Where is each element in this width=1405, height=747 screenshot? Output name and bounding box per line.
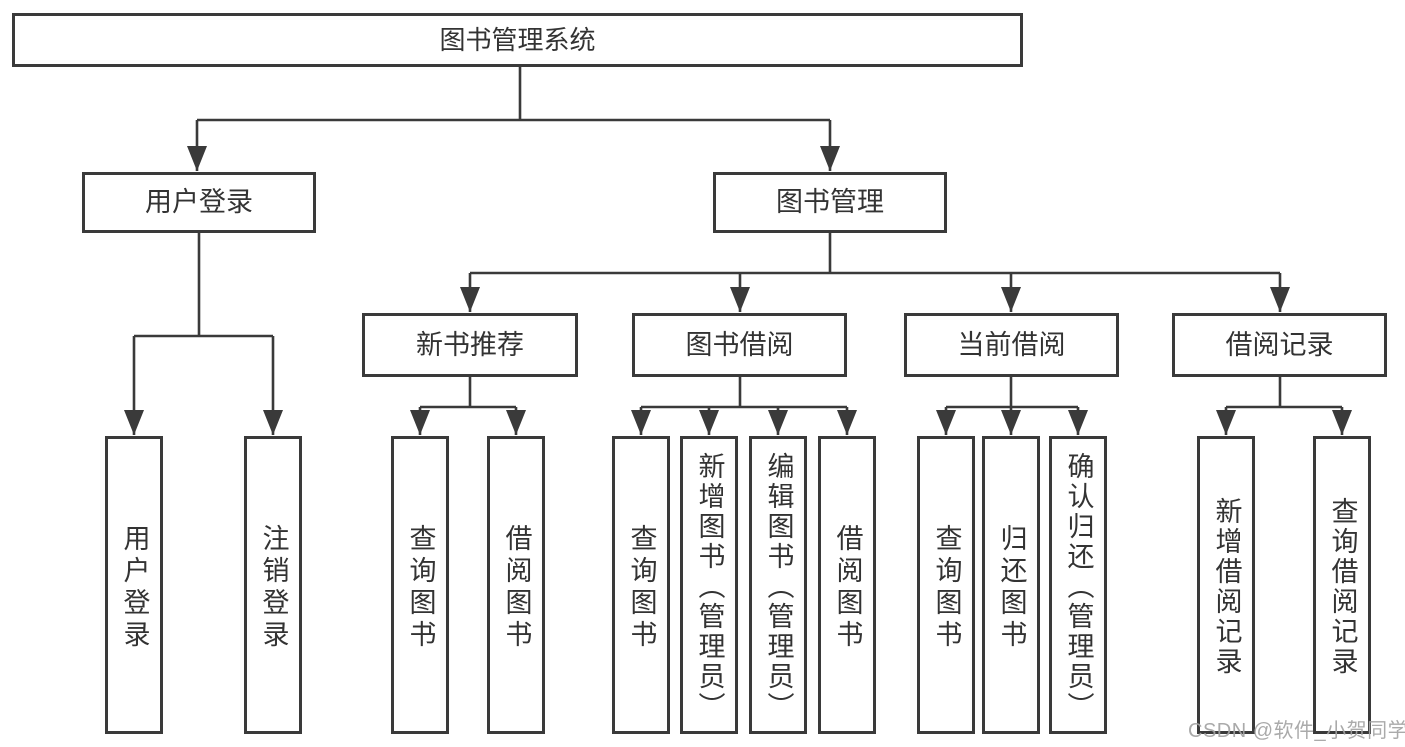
- leaf-current-return: 归还图书: [982, 436, 1040, 734]
- leaf-current-return-label: 归还图书: [996, 523, 1027, 652]
- node-root: 图书管理系统: [12, 13, 1023, 67]
- leaf-borrow-add-admin: 新增图书（管理员）: [680, 436, 738, 734]
- leaf-user-login-label: 用户登录: [119, 523, 150, 652]
- leaf-newbook-borrow: 借阅图书: [487, 436, 545, 734]
- node-user-login-label: 用户登录: [145, 187, 253, 217]
- leaf-borrow-edit-admin: 编辑图书（管理员）: [749, 436, 807, 734]
- leaf-user-login: 用户登录: [105, 436, 163, 734]
- node-borrow-records-label: 借阅记录: [1225, 329, 1334, 360]
- node-new-book-recommend-label: 新书推荐: [416, 329, 524, 360]
- leaf-current-confirm-admin-label: 确认归还（管理员）: [1063, 451, 1094, 722]
- node-borrow-records: 借阅记录: [1172, 313, 1387, 377]
- leaf-newbook-query: 查询图书: [391, 436, 449, 734]
- node-user-login: 用户登录: [82, 172, 316, 233]
- node-book-borrow: 图书借阅: [632, 313, 847, 377]
- node-book-borrow-label: 图书借阅: [685, 329, 794, 360]
- watermark: CSDN @软件_小贺同学: [1188, 720, 1405, 742]
- leaf-borrow-query: 查询图书: [612, 436, 670, 734]
- leaf-newbook-query-label: 查询图书: [405, 523, 436, 652]
- leaf-current-query-label: 查询图书: [931, 523, 962, 652]
- leaf-current-query: 查询图书: [917, 436, 975, 734]
- leaf-records-add-label: 新增借阅记录: [1211, 496, 1242, 677]
- node-current-borrow-label: 当前借阅: [957, 329, 1066, 360]
- node-book-management: 图书管理: [713, 172, 947, 233]
- leaf-records-query-label: 查询借阅记录: [1327, 496, 1358, 677]
- leaf-logout-label: 注销登录: [258, 523, 289, 652]
- node-root-label: 图书管理系统: [439, 25, 596, 55]
- leaf-borrow-lend: 借阅图书: [818, 436, 876, 734]
- leaf-borrow-edit-admin-label: 编辑图书（管理员）: [763, 451, 794, 722]
- node-book-management-label: 图书管理: [776, 187, 884, 217]
- node-current-borrow: 当前借阅: [904, 313, 1119, 377]
- leaf-newbook-borrow-label: 借阅图书: [501, 523, 532, 652]
- leaf-borrow-add-admin-label: 新增图书（管理员）: [694, 451, 725, 722]
- leaf-current-confirm-admin: 确认归还（管理员）: [1049, 436, 1107, 734]
- leaf-records-add: 新增借阅记录: [1197, 436, 1255, 734]
- leaf-borrow-lend-label: 借阅图书: [832, 523, 863, 652]
- node-new-book-recommend: 新书推荐: [362, 313, 578, 377]
- leaf-borrow-query-label: 查询图书: [626, 523, 657, 652]
- leaf-records-query: 查询借阅记录: [1313, 436, 1371, 734]
- leaf-logout: 注销登录: [244, 436, 302, 734]
